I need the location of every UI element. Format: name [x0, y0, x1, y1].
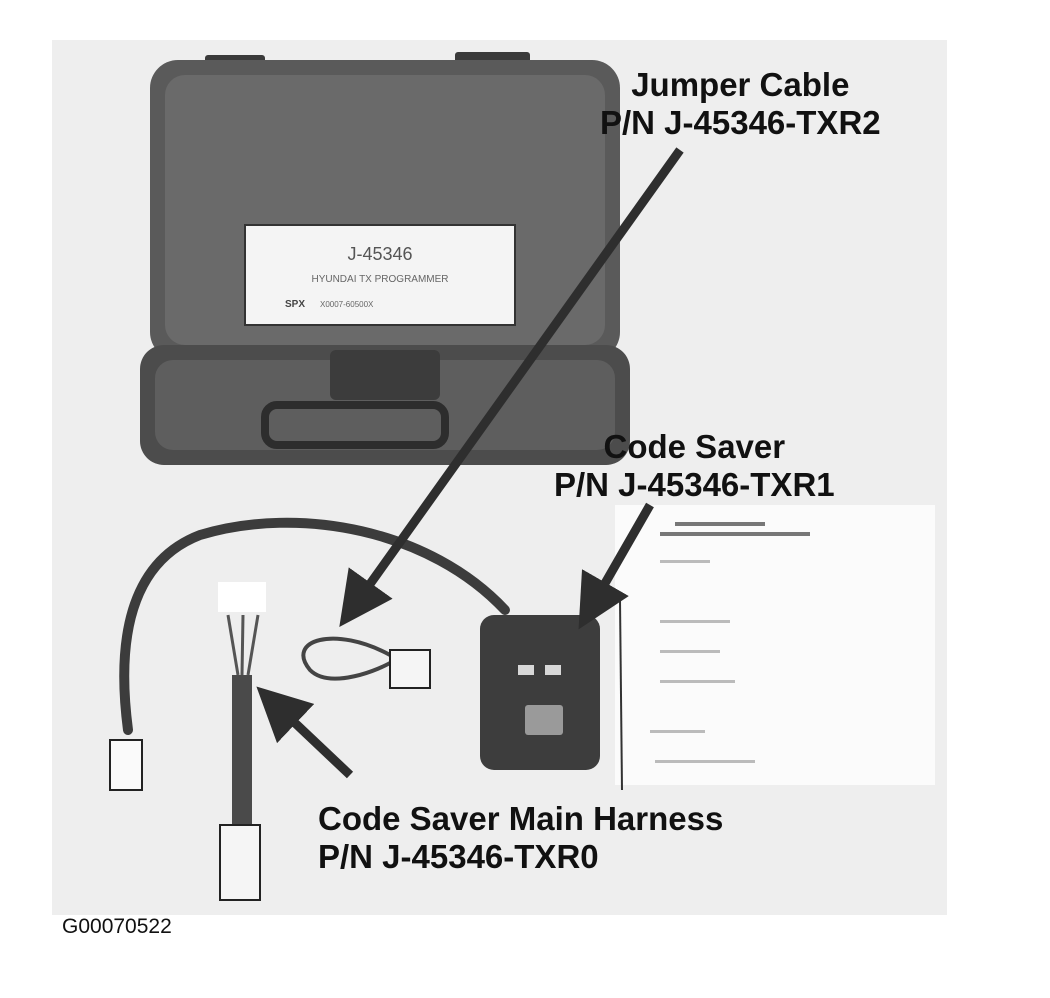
- main-harness-name: Code Saver Main Harness: [318, 800, 724, 837]
- callout-code-saver: Code Saver P/N J-45346-TXR1: [554, 428, 835, 504]
- arrow-code-saver: [578, 502, 654, 630]
- cable-loop: [119, 517, 510, 735]
- arrow-jumper-cable: [339, 147, 684, 627]
- case-label-code: X0007-60500X: [320, 300, 374, 309]
- case-label-subtitle: HYUNDAI TX PROGRAMMER: [311, 274, 448, 285]
- instruction-sheet: [615, 505, 935, 791]
- main-harness: [218, 582, 266, 901]
- cable-end-connector: [109, 739, 143, 791]
- callout-jumper-cable: Jumper Cable P/N J-45346-TXR2: [600, 66, 881, 142]
- case-label-title: J-45346: [347, 244, 412, 264]
- figure-id: G00070522: [62, 915, 172, 938]
- jumper-cable: [301, 636, 431, 689]
- code-saver-name: Code Saver: [603, 428, 786, 465]
- code-saver-device: [480, 615, 600, 770]
- case-label-brand: SPX: [285, 299, 305, 310]
- carrying-case: [140, 52, 630, 465]
- case-label: J-45346 HYUNDAI TX PROGRAMMER SPX X0007-…: [244, 224, 516, 326]
- main-harness-part-number: P/N J-45346-TXR0: [318, 838, 599, 875]
- jumper-cable-name: Jumper Cable: [631, 66, 850, 103]
- callout-main-harness: Code Saver Main Harness P/N J-45346-TXR0: [318, 800, 723, 876]
- arrow-main-harness: [256, 686, 354, 779]
- code-saver-part-number: P/N J-45346-TXR1: [554, 466, 835, 503]
- jumper-cable-part-number: P/N J-45346-TXR2: [600, 104, 881, 141]
